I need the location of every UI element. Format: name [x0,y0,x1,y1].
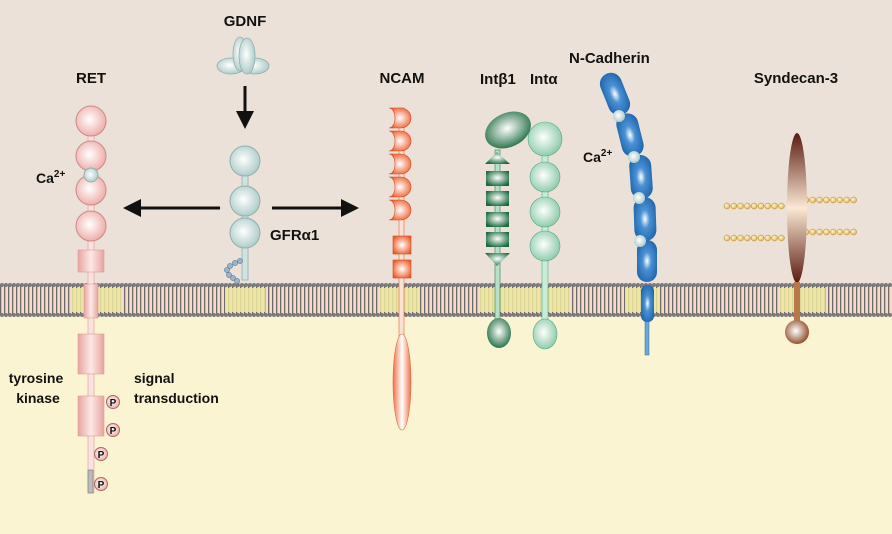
sugar-bead [816,228,823,236]
integrin-alpha-label: Intα [530,71,558,88]
sugar-bead [744,202,751,210]
sugar-bead [764,202,772,210]
gdnf-label: GDNF [224,13,267,30]
sugar-bead [771,202,778,210]
extracellular-space [0,0,892,290]
sugar-bead [823,196,830,204]
gpi-anchor [224,258,243,284]
sugar-bead [744,234,751,242]
sugar-bead [778,234,785,242]
calcium-label-ret: Ca2+ [36,169,65,186]
sugar-bead [730,234,738,242]
sugar-bead [737,202,744,210]
sugar-bead [809,228,817,236]
sugar-bead [750,202,758,210]
svg-text:P: P [110,426,117,437]
ncam-label: NCAM [380,70,425,87]
syndecan-3 [723,133,857,344]
calcium-label-ncad: Ca2+ [583,148,612,165]
sugar-bead [850,196,857,204]
intracellular-space [0,310,892,534]
integrin-beta1-label: Intβ1 [480,71,516,88]
sugar-bead [850,228,857,236]
sugar-bead [816,196,823,204]
sugar-bead [757,202,765,210]
n-cadherin [599,72,657,356]
cell-membrane [0,282,892,317]
svg-text:P: P [98,450,105,461]
lipid-raft [780,288,825,312]
calcium-ion [633,192,645,204]
calcium-ion [628,151,640,163]
phosphorylation-sites: P P P P [94,395,120,491]
syndecan-3-label: Syndecan-3 [754,70,838,87]
heparan-sulfate-chains [723,196,857,242]
lipid-raft [480,288,570,312]
svg-text:P: P [110,398,117,409]
sugar-bead [823,228,830,236]
sugar-bead [723,202,731,210]
sugar-bead [771,234,778,242]
phospho-site: P [94,477,108,491]
integrin-beta1 [485,111,531,348]
sugar-bead [750,234,758,242]
kinase-domain [77,395,105,437]
kinase-label: kinase [16,390,60,406]
calcium-ion [83,167,99,183]
phospho-site: P [94,447,108,461]
calcium-ion [613,110,625,122]
sugar-bead [757,234,765,242]
kinase-domain [77,333,105,375]
sugar-bead [809,196,817,204]
gfr-alpha1-label: GFRα1 [270,227,319,244]
ncam-receptor [388,107,412,431]
n-cadherin-label: N-Cadherin [569,50,650,67]
sugar-bead [843,196,851,204]
phospho-site: P [106,423,120,437]
sugar-bead [829,228,837,236]
sugar-bead [836,228,844,236]
lipid-raft [225,288,265,312]
sugar-bead [730,202,738,210]
signal-label: signal [134,370,174,386]
sugar-bead [836,196,844,204]
gdnf-ligand [216,36,270,75]
sugar-bead [764,234,772,242]
sugar-bead [843,228,851,236]
sugar-bead [737,234,744,242]
ret-label: RET [76,70,106,87]
sugar-bead [778,202,785,210]
tyrosine-label: tyrosine [9,370,64,386]
gfr-alpha1-receptor [224,145,261,284]
svg-text:P: P [98,480,105,491]
integrin-alpha [527,121,563,350]
sugar-bead [829,196,837,204]
phospho-site: P [106,395,120,409]
sugar-bead [723,234,731,242]
calcium-ion [634,235,646,247]
ret-receptor [75,105,107,494]
transduction-label: transduction [134,390,219,406]
